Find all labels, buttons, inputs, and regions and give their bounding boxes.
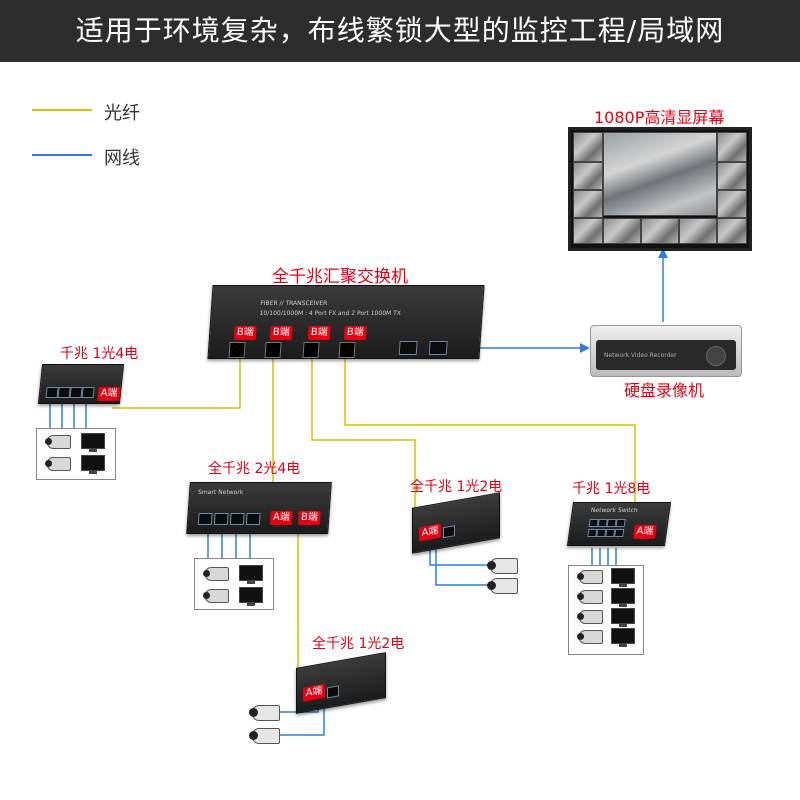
fiber-link-1f8e	[344, 355, 636, 530]
core-port-label-4: B端	[343, 326, 367, 340]
switch-1f4e-devices	[36, 428, 116, 480]
monitor-icon	[81, 455, 105, 474]
switch-2f4e-title: 全千兆 2光4电	[208, 461, 301, 477]
camera-icon	[203, 567, 229, 581]
core-sfp-port-2	[264, 342, 282, 358]
camera-icon	[487, 578, 518, 594]
monitor-icon	[611, 568, 635, 587]
camera-icon	[577, 590, 603, 604]
monitor-icon	[81, 433, 105, 452]
core-switch-panel-text-2: 10/100/1000M : 4 Port FX and 2 Port 1000…	[259, 310, 402, 317]
arrow-right-icon	[580, 343, 590, 353]
switch-1f2e-mid-port-label: A端	[419, 523, 441, 542]
monitor-icon	[611, 628, 635, 647]
core-port-label-3: B端	[307, 326, 331, 340]
camera-icon	[577, 610, 603, 624]
switch-1f8e-port-label: A端	[632, 525, 657, 539]
monitor-icon	[239, 565, 263, 584]
switch-1f2e-mid-title: 全千兆 1光2电	[410, 479, 503, 495]
core-sfp-port-4	[338, 342, 356, 358]
video-wall-screen	[568, 127, 752, 251]
core-switch: FIBER // TRANSCEIVER 10/100/1000M : 4 Po…	[207, 285, 485, 359]
monitor-icon	[611, 588, 635, 607]
switch-1f8e-panel-text: Network Switch	[590, 507, 639, 514]
camera-icon	[203, 589, 229, 603]
switch-2f4e-devices	[194, 558, 274, 610]
dvr-title: 硬盘录像机	[624, 381, 705, 400]
monitor-icon	[239, 587, 263, 606]
camera-icon	[249, 728, 280, 744]
camera-icon	[487, 558, 518, 574]
core-sfp-port-3	[302, 342, 320, 358]
core-rj45-port-2	[428, 341, 448, 355]
banner-title: 适用于环境复杂，布线繁锁大型的监控工程/局域网	[0, 0, 800, 62]
dvr-device: Network Video Recorder	[590, 325, 742, 377]
switch-1f8e: Network Switch A端	[566, 502, 672, 546]
core-port-label-1: B端	[233, 326, 257, 340]
switch-1f8e-devices	[568, 565, 644, 655]
switch-1f2e-bottom-title: 全千兆 1光2电	[312, 636, 405, 652]
camera-icon	[577, 630, 603, 644]
screen-title: 1080P高清显屏幕	[594, 108, 725, 127]
camera-icon	[45, 457, 71, 471]
arrow-up-icon	[658, 248, 668, 258]
fiber-link-1f4e	[112, 355, 241, 409]
camera-icon	[45, 435, 71, 449]
core-port-label-2: B端	[269, 326, 293, 340]
legend-cable-label: 网线	[104, 148, 140, 169]
switch-2f4e: Smart Network A端 B端	[186, 482, 332, 534]
core-switch-panel-text-1: FIBER // TRANSCEIVER	[260, 300, 328, 307]
switch-2f4e-port-label-b: B端	[297, 511, 321, 525]
switch-2f4e-panel-text: Smart Network	[197, 489, 244, 496]
switch-1f4e-title: 千兆 1光4电	[60, 346, 139, 362]
camera-icon	[249, 705, 280, 721]
core-sfp-port-1	[228, 342, 246, 358]
dvr-panel-text: Network Video Recorder	[604, 352, 677, 359]
core-switch-title: 全千兆汇聚交换机	[272, 267, 408, 287]
switch-1f4e-port-label: A端	[97, 387, 121, 401]
switch-1f2e-bottom-port-label: A端	[303, 683, 325, 702]
legend-fiber-label: 光纤	[104, 103, 140, 124]
switch-1f8e-title: 千兆 1光8电	[572, 481, 651, 497]
switch-1f4e: A端	[37, 364, 125, 404]
core-rj45-port-1	[398, 341, 418, 355]
switch-2f4e-port-label-a: A端	[269, 511, 293, 525]
monitor-icon	[611, 608, 635, 627]
fiber-link-1f2e-mid	[311, 355, 416, 525]
camera-icon	[577, 570, 603, 584]
